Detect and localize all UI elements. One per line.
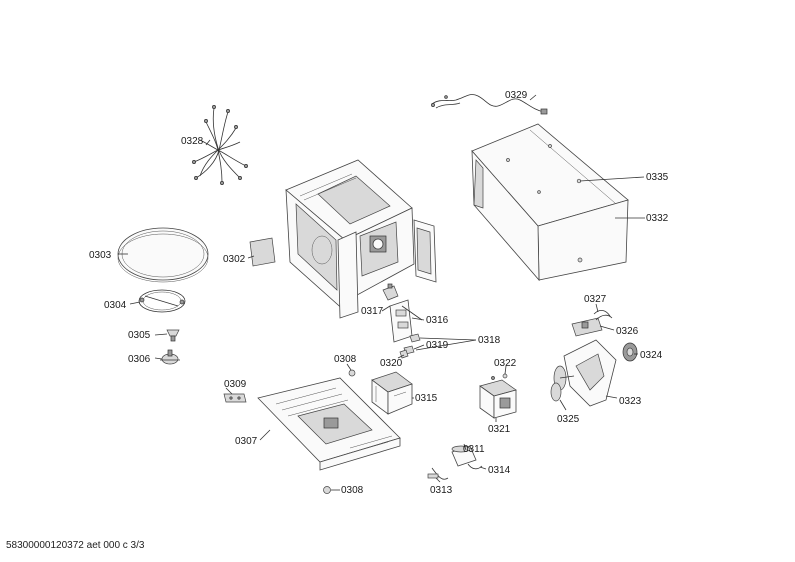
label-0322: 0322 (494, 358, 517, 369)
label-0308-lower: 0308 (341, 485, 364, 496)
small-bracket-part (223, 393, 247, 403)
fan-assembly-part (550, 310, 638, 407)
outer-casing-part (471, 123, 629, 282)
label-0316: 0316 (426, 315, 449, 326)
label-0315: 0315 (415, 393, 438, 404)
power-cord-part (431, 94, 548, 115)
label-0308-upper: 0308 (334, 354, 357, 365)
label-0314: 0314 (488, 465, 511, 476)
label-0318: 0318 (478, 335, 501, 346)
label-0302: 0302 (223, 254, 246, 265)
label-0323: 0323 (619, 396, 642, 407)
label-0328: 0328 (181, 136, 204, 147)
label-0317: 0317 (361, 306, 384, 317)
roller-ring-part (138, 289, 186, 313)
coupler-part (166, 329, 180, 342)
door-switch-assembly-part (382, 283, 423, 359)
label-0332: 0332 (646, 213, 669, 224)
label-0335: 0335 (646, 172, 669, 183)
turntable-glass-part (117, 227, 209, 283)
label-0306: 0306 (128, 354, 151, 365)
turntable-motor-part (160, 349, 180, 365)
label-0324: 0324 (640, 350, 663, 361)
label-0325: 0325 (557, 414, 580, 425)
label-0311: 0311 (463, 444, 485, 455)
label-0303: 0303 (89, 250, 112, 261)
label-0307: 0307 (235, 436, 258, 447)
foot-screw-part-a (348, 369, 356, 377)
leader-lines (118, 94, 645, 491)
hv-transformer-part (479, 373, 517, 419)
transformer-part (371, 371, 413, 415)
label-0326: 0326 (616, 326, 639, 337)
label-0321: 0321 (488, 424, 511, 435)
label-0329: 0329 (505, 90, 528, 101)
label-0309: 0309 (224, 379, 247, 390)
foot-screw-part-b (323, 486, 331, 494)
label-0305: 0305 (128, 330, 151, 341)
label-0304: 0304 (104, 300, 127, 311)
wire-harness-part (192, 105, 248, 185)
mica-cover-part (249, 237, 276, 267)
base-plate-part (257, 377, 401, 471)
label-0327: 0327 (584, 294, 607, 305)
label-0320: 0320 (380, 358, 403, 369)
label-0313: 0313 (430, 485, 453, 496)
oven-cavity-part (285, 159, 437, 319)
capacitor-part (427, 445, 483, 480)
document-id-footer: 58300000120372 aet 000 c 3/3 (6, 540, 145, 551)
label-0319: 0319 (426, 340, 449, 351)
